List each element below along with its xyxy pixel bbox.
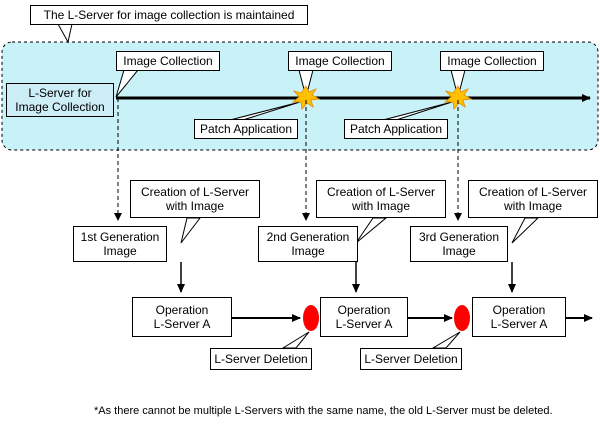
generation-label-line: Image	[103, 244, 137, 258]
lserver-label-line: Image Collection	[15, 100, 105, 114]
operation-label-line: L-Server A	[153, 317, 211, 331]
creation-callout: Creation of L-Server with Image	[130, 180, 260, 218]
patch-application-callout: Patch Application	[344, 119, 448, 139]
operation-label-line: L-Server A	[490, 317, 548, 331]
image-collection-callout: Image Collection	[116, 51, 220, 71]
generation-image-2: 2nd Generation Image	[258, 226, 358, 262]
generation-label-line: 3rd Generation	[418, 230, 500, 244]
creation-pointer	[180, 217, 202, 244]
operation-label-line: Operation	[492, 303, 546, 317]
generation-label-line: 2nd Generation	[266, 230, 350, 244]
creation-label-line: Creation of L-Server	[140, 185, 250, 199]
creation-label-line: with Image	[165, 199, 225, 213]
drop-arrowhead	[454, 213, 462, 221]
generation-label-line: Image	[442, 244, 476, 258]
operation-label-line: L-Server A	[335, 317, 393, 331]
image-collection-callout: Image Collection	[288, 51, 392, 71]
patch-application-callout: Patch Application	[194, 119, 298, 139]
operation-lserver-3: Operation L-Server A	[472, 297, 566, 337]
creation-label-line: with Image	[351, 199, 411, 213]
operation-label-line: Operation	[155, 303, 209, 317]
operation-label-line: Operation	[337, 303, 391, 317]
header-callout: The L-Server for image collection is mai…	[30, 5, 308, 25]
deletion-pointer	[281, 331, 310, 349]
creation-label-line: Creation of L-Server	[478, 185, 588, 199]
drop-arrowhead	[302, 213, 310, 221]
deletion-pointer	[431, 331, 461, 349]
deletion-marker-icon	[303, 305, 319, 331]
patch-starburst-icon	[291, 85, 321, 110]
deletion-callout: L-Server Deletion	[360, 348, 462, 370]
generation-label-line: Image	[291, 244, 325, 258]
creation-pointer	[511, 217, 540, 244]
header-callout-pointer	[57, 23, 73, 44]
generation-image-3: 3rd Generation Image	[410, 226, 508, 262]
generation-label-line: 1st Generation	[80, 230, 160, 244]
creation-pointer	[355, 217, 388, 244]
deletion-marker-icon	[454, 305, 470, 331]
drop-arrowhead	[114, 213, 122, 221]
image-collection-callout: Image Collection	[440, 51, 544, 71]
creation-callout: Creation of L-Server with Image	[316, 180, 446, 218]
operation-lserver-2: Operation L-Server A	[320, 297, 408, 337]
image-collection-lserver: L-Server for Image Collection	[6, 83, 114, 117]
creation-label-line: Creation of L-Server	[326, 185, 436, 199]
creation-label-line: with Image	[503, 199, 563, 213]
creation-callout: Creation of L-Server with Image	[468, 180, 598, 218]
lserver-label-line: L-Server for	[28, 86, 92, 100]
deletion-callout: L-Server Deletion	[210, 348, 312, 370]
generation-image-1: 1st Generation Image	[73, 226, 167, 262]
footnote: *As there cannot be multiple L-Servers w…	[94, 405, 553, 417]
operation-lserver-1: Operation L-Server A	[132, 297, 232, 337]
patch-starburst-icon	[443, 85, 473, 110]
